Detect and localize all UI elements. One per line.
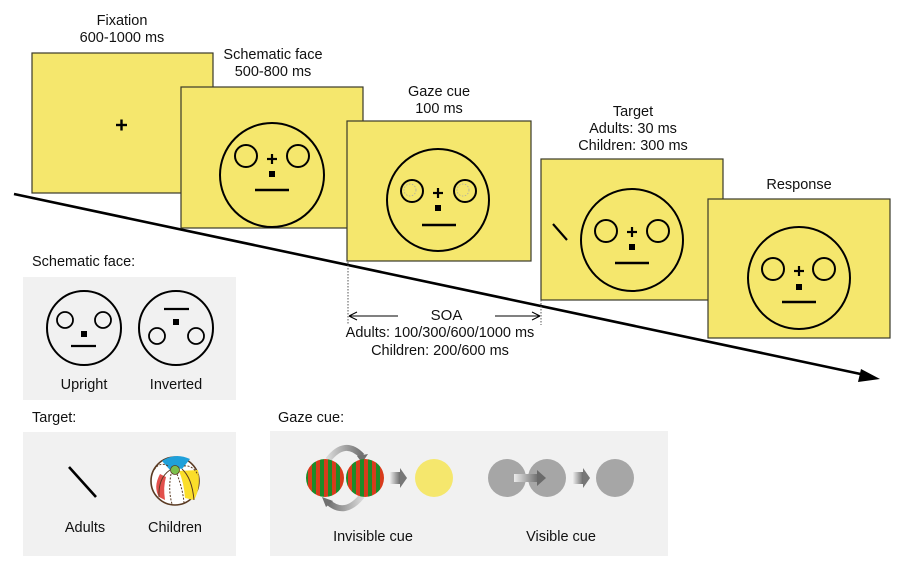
response-screen (707, 198, 891, 339)
visible-cue-illustration (488, 459, 634, 497)
timeline-arrow (13, 192, 880, 382)
children-label: Children (148, 520, 202, 536)
schematic-face-screen (180, 86, 364, 229)
yellow-disc-icon (415, 459, 453, 497)
beach-ball-icon (150, 455, 200, 506)
inverted-label: Inverted (149, 377, 203, 393)
gaze-direction-arrow-icon (537, 470, 546, 486)
target-line-icon (552, 223, 568, 241)
fixation-cross-icon (116, 119, 127, 131)
target-label: Target Adults: 30 ms Children: 300 ms (560, 104, 706, 155)
gaze-cue-label: Gaze cue 100 ms (380, 84, 498, 118)
fixation-title: Fixation (96, 13, 148, 29)
upright-label: Upright (60, 377, 108, 393)
target-screen (540, 158, 724, 301)
next-arrow-icon (583, 468, 590, 488)
gray-disc-right-icon (596, 459, 634, 497)
fixation-label: Fixation 600-1000 ms (52, 13, 192, 47)
response-title: Response (766, 177, 832, 193)
target-legend-heading: Target: (32, 410, 77, 426)
gray-disc-mid-icon (528, 459, 566, 497)
invisible-cue-label: Invisible cue (333, 529, 413, 545)
response-label: Response (740, 177, 858, 194)
gray-disc-left-icon (488, 459, 526, 497)
soa-adults: Adults: 100/300/600/1000 ms (345, 325, 535, 341)
invisible-cue-illustration (306, 445, 453, 512)
target-duration-adults: Adults: 30 ms (589, 121, 677, 137)
target-title: Target (612, 104, 654, 120)
response-face-icon (747, 226, 851, 330)
rotate-arrow-top-icon (325, 445, 365, 462)
soa-bracket (347, 262, 542, 325)
gaze-cue-screen (346, 120, 532, 262)
schematic-face-label: Schematic face 500-800 ms (208, 47, 338, 81)
target-legend-panel (23, 432, 236, 556)
gaze-cue-legend-heading: Gaze cue: (278, 410, 345, 426)
gaze-cue-duration: 100 ms (415, 101, 463, 117)
striped-disc-right-icon (346, 459, 384, 497)
inverted-face-icon (138, 290, 214, 366)
schematic-face-duration: 500-800 ms (234, 64, 312, 80)
schematic-face-icon (219, 122, 325, 228)
striped-disc-left-icon (306, 459, 344, 497)
target-duration-children: Children: 300 ms (578, 138, 688, 154)
adults-label: Adults (64, 520, 106, 536)
gaze-cue-title: Gaze cue (407, 84, 471, 100)
schematic-face-legend-panel (23, 277, 236, 400)
fixation-duration: 600-1000 ms (79, 30, 165, 46)
target-face-icon (580, 188, 684, 292)
visible-cue-label: Visible cue (526, 529, 596, 545)
gaze-cue-face-icon (386, 148, 490, 252)
schematic-face-legend-heading: Schematic face: (32, 254, 136, 270)
soa-children: Children: 200/600 ms (371, 343, 509, 359)
rotate-arrow-bottom-icon (326, 494, 365, 512)
upright-face-icon (46, 290, 122, 366)
schematic-face-title: Schematic face (223, 47, 323, 63)
next-arrow-icon (400, 468, 407, 488)
adult-target-line-icon (68, 466, 97, 498)
soa-label: SOA (430, 307, 463, 324)
